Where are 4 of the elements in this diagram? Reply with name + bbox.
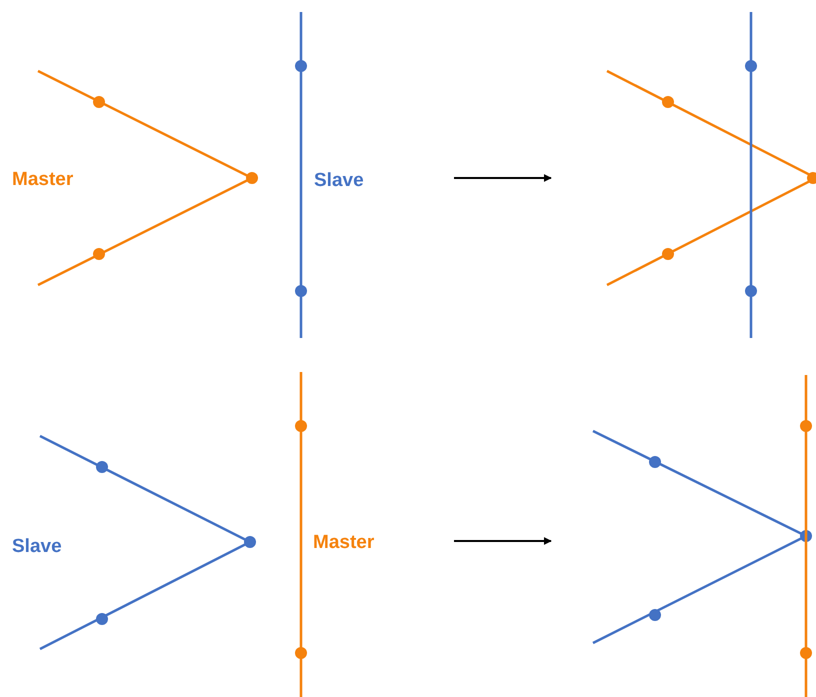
surface-label: Master — [313, 532, 374, 554]
surface-label: Slave — [314, 170, 364, 192]
surface-label: Master — [12, 169, 74, 191]
surface-label: Slave — [12, 536, 62, 558]
